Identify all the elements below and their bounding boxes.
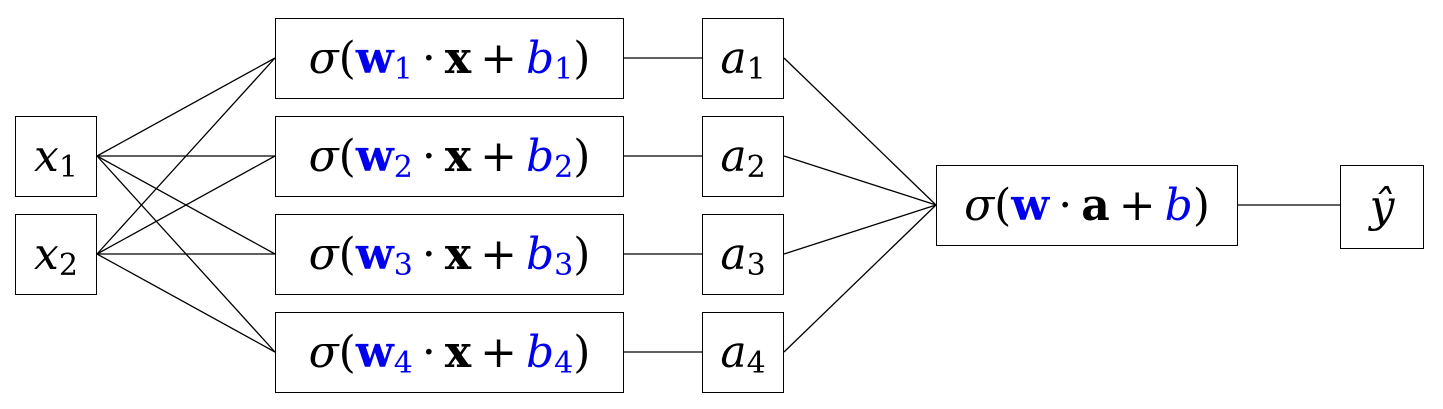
sigma: σ — [308, 326, 339, 378]
input-sub: 2 — [58, 247, 78, 283]
open-paren: ( — [338, 130, 356, 182]
input-vector: x — [444, 326, 472, 378]
activation-var: a — [720, 130, 747, 182]
weight-vector: w — [355, 32, 394, 84]
input-sub: 1 — [58, 149, 78, 185]
input-vector: x — [444, 32, 472, 84]
sigma: σ — [308, 32, 339, 84]
plus-op: + — [480, 130, 517, 182]
edge-activation2-output — [783, 155, 937, 206]
dot-op: · — [421, 326, 436, 378]
plus-op: + — [1118, 179, 1156, 231]
close-paren: ) — [1192, 179, 1210, 231]
input-var: x — [34, 130, 59, 182]
bias: b — [525, 326, 555, 378]
prediction-label: ŷ — [1369, 181, 1395, 232]
weight-vector: w — [355, 326, 394, 378]
close-paren: ) — [573, 130, 591, 182]
activation-sub: 3 — [746, 247, 766, 283]
plus-op: + — [480, 326, 517, 378]
open-paren: ( — [338, 326, 356, 378]
close-paren: ) — [573, 326, 591, 378]
activation-var: a — [720, 32, 747, 84]
weight-sub: 1 — [393, 51, 413, 87]
bias-sub: 2 — [554, 149, 574, 185]
weight-vector: w — [355, 228, 394, 280]
dot-op: · — [421, 32, 436, 84]
edge-input2-hidden2 — [96, 155, 276, 255]
edge-input2-hidden1 — [96, 57, 276, 255]
open-paren: ( — [338, 32, 356, 84]
edge-activation3-output — [783, 204, 937, 255]
weight-vector: w — [355, 130, 394, 182]
prediction-node: ŷ — [1340, 165, 1424, 249]
activation-sub: 1 — [746, 51, 766, 87]
activation-sub: 2 — [746, 149, 766, 185]
sigma: σ — [308, 228, 339, 280]
bias: b — [525, 130, 555, 182]
edge-input1-hidden1 — [96, 57, 276, 157]
plus-op: + — [480, 228, 517, 280]
sigma: σ — [308, 130, 339, 182]
activation-var: a — [720, 326, 747, 378]
plus-op: + — [480, 32, 517, 84]
activation-sub: 4 — [746, 345, 766, 381]
edge-activation4-output — [783, 204, 937, 353]
dot-op: · — [421, 130, 436, 182]
dot-op: · — [421, 228, 436, 280]
weight-sub: 3 — [393, 247, 413, 283]
bias: b — [525, 228, 555, 280]
open-paren: ( — [994, 179, 1012, 231]
input-vector: x — [444, 228, 472, 280]
bias: b — [1164, 179, 1193, 231]
activation-var: a — [720, 228, 747, 280]
open-paren: ( — [338, 228, 356, 280]
input-var: x — [34, 228, 59, 280]
sigma: σ — [964, 179, 995, 231]
close-paren: ) — [573, 32, 591, 84]
bias-sub: 4 — [554, 345, 574, 381]
bias-sub: 1 — [554, 51, 574, 87]
dot-op: · — [1058, 179, 1073, 231]
close-paren: ) — [573, 228, 591, 280]
input-vector: x — [444, 130, 472, 182]
bias: b — [525, 32, 555, 84]
bias-sub: 3 — [554, 247, 574, 283]
edge-activation1-output — [783, 57, 937, 206]
edge-input2-hidden4 — [96, 253, 276, 353]
weight-vector: w — [1011, 179, 1050, 231]
activation-vector: a — [1081, 179, 1110, 231]
output-neuron: σ(w·a+b) — [936, 165, 1238, 246]
weight-sub: 4 — [393, 345, 413, 381]
weight-sub: 2 — [393, 149, 413, 185]
